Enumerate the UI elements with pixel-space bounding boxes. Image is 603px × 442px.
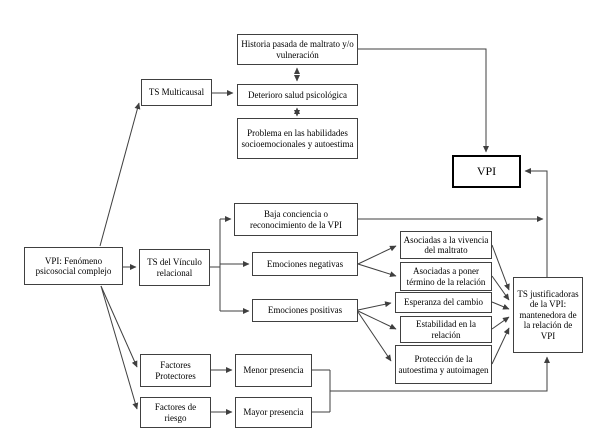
edge-root-to-protectores [100, 285, 138, 368]
node-ts-multicausal: TS Multicausal [141, 79, 212, 106]
node-estabilidad-relacion: Estabilidad en la relación [400, 316, 492, 343]
edge-root-to-multicausal [99, 102, 141, 247]
edge-termino-to-justificadoras [491, 275, 510, 301]
node-label: Protección de la autoestima y autoimagen [398, 354, 489, 375]
node-mayor-presencia: Mayor presencia [235, 397, 312, 428]
node-proteccion-autoestima: Protección de la autoestima y autoimagen [395, 345, 492, 384]
edge-proteccion-to-justificadoras [491, 327, 510, 365]
node-label: Factores Protectores [155, 360, 196, 381]
edge-positivas-to-estabilidad [357, 310, 397, 330]
node-factores-protectores: Factores Protectores [140, 354, 211, 387]
node-problema-habilidades: Problema en las habilidades socioemocion… [237, 118, 358, 159]
node-label: TS justificadoras de la VPI: mantenedora… [517, 289, 579, 341]
node-label: Asociadas a poner término de la relación [406, 266, 486, 287]
node-label: Menor presencia [243, 365, 304, 376]
node-label: Deterioro salud psicológica [248, 89, 347, 100]
node-ts-justificadoras: TS justificadoras de la VPI: mantenedora… [513, 277, 583, 353]
node-label: Problema en las habilidades socioemocion… [241, 128, 354, 149]
node-label: Factores de riesgo [154, 402, 197, 423]
edge-positivas-to-proteccion [357, 311, 392, 362]
edge-vivencia-to-justificadoras [491, 244, 510, 291]
node-label: Esperanza del cambio [404, 297, 483, 308]
edge-justificadoras-to-vpi [524, 168, 548, 277]
node-asociadas-vivencia: Asociadas a la vivencia del maltrato [400, 231, 492, 259]
node-emociones-negativas: Emociones negativas [252, 252, 358, 276]
edge-negativas-to-vivencia [357, 245, 397, 265]
edge-presencia-join [312, 369, 331, 413]
edge-estabilidad-to-justificadoras [491, 316, 510, 330]
node-historia-maltrato: Historia pasada de maltrato y/o vulnerac… [237, 34, 358, 65]
edge-negativas-to-termino [357, 263, 397, 278]
node-ts-vinculo: TS del Vínculo relacional [139, 249, 210, 286]
node-vpi: VPI [452, 155, 521, 188]
edge-positivas-to-esperanza [357, 301, 392, 311]
node-label: Baja conciencia o reconocimiento de la V… [249, 209, 343, 230]
edge-esperanza-to-justificadoras [491, 301, 510, 310]
edge-root-to-riesgo [100, 285, 139, 410]
node-menor-presencia: Menor presencia [235, 354, 312, 387]
edge-historia-to-vpi [358, 48, 489, 153]
node-label: Asociadas a la vivencia del maltrato [403, 234, 489, 255]
node-label: TS Multicausal [148, 87, 205, 98]
node-emociones-positivas: Emociones positivas [252, 299, 358, 322]
node-label: TS del Vínculo relacional [147, 257, 202, 278]
node-label: Mayor presencia [243, 407, 304, 418]
edge-vinculo-bracket [210, 219, 221, 311]
edge-presencia-to-justificadoras [330, 356, 550, 392]
node-label: Estabilidad en la relación [416, 319, 476, 340]
node-label: Historia pasada de maltrato y/o vulnerac… [241, 39, 354, 60]
node-asociadas-termino: Asociadas a poner término de la relación [400, 262, 492, 291]
node-esperanza-cambio: Esperanza del cambio [395, 292, 492, 313]
node-label: Emociones positivas [267, 305, 343, 316]
node-label: VPI: Fenómeno psicosocial complejo [35, 255, 112, 276]
node-baja-conciencia: Baja conciencia o reconocimiento de la V… [234, 203, 358, 236]
node-label: VPI [476, 163, 497, 178]
node-deterioro-salud: Deterioro salud psicológica [237, 84, 358, 106]
node-vpi-fenomeno: VPI: Fenómeno psicosocial complejo [24, 247, 123, 285]
node-label: Emociones negativas [266, 258, 344, 269]
node-factores-riesgo: Factores de riesgo [140, 397, 211, 428]
